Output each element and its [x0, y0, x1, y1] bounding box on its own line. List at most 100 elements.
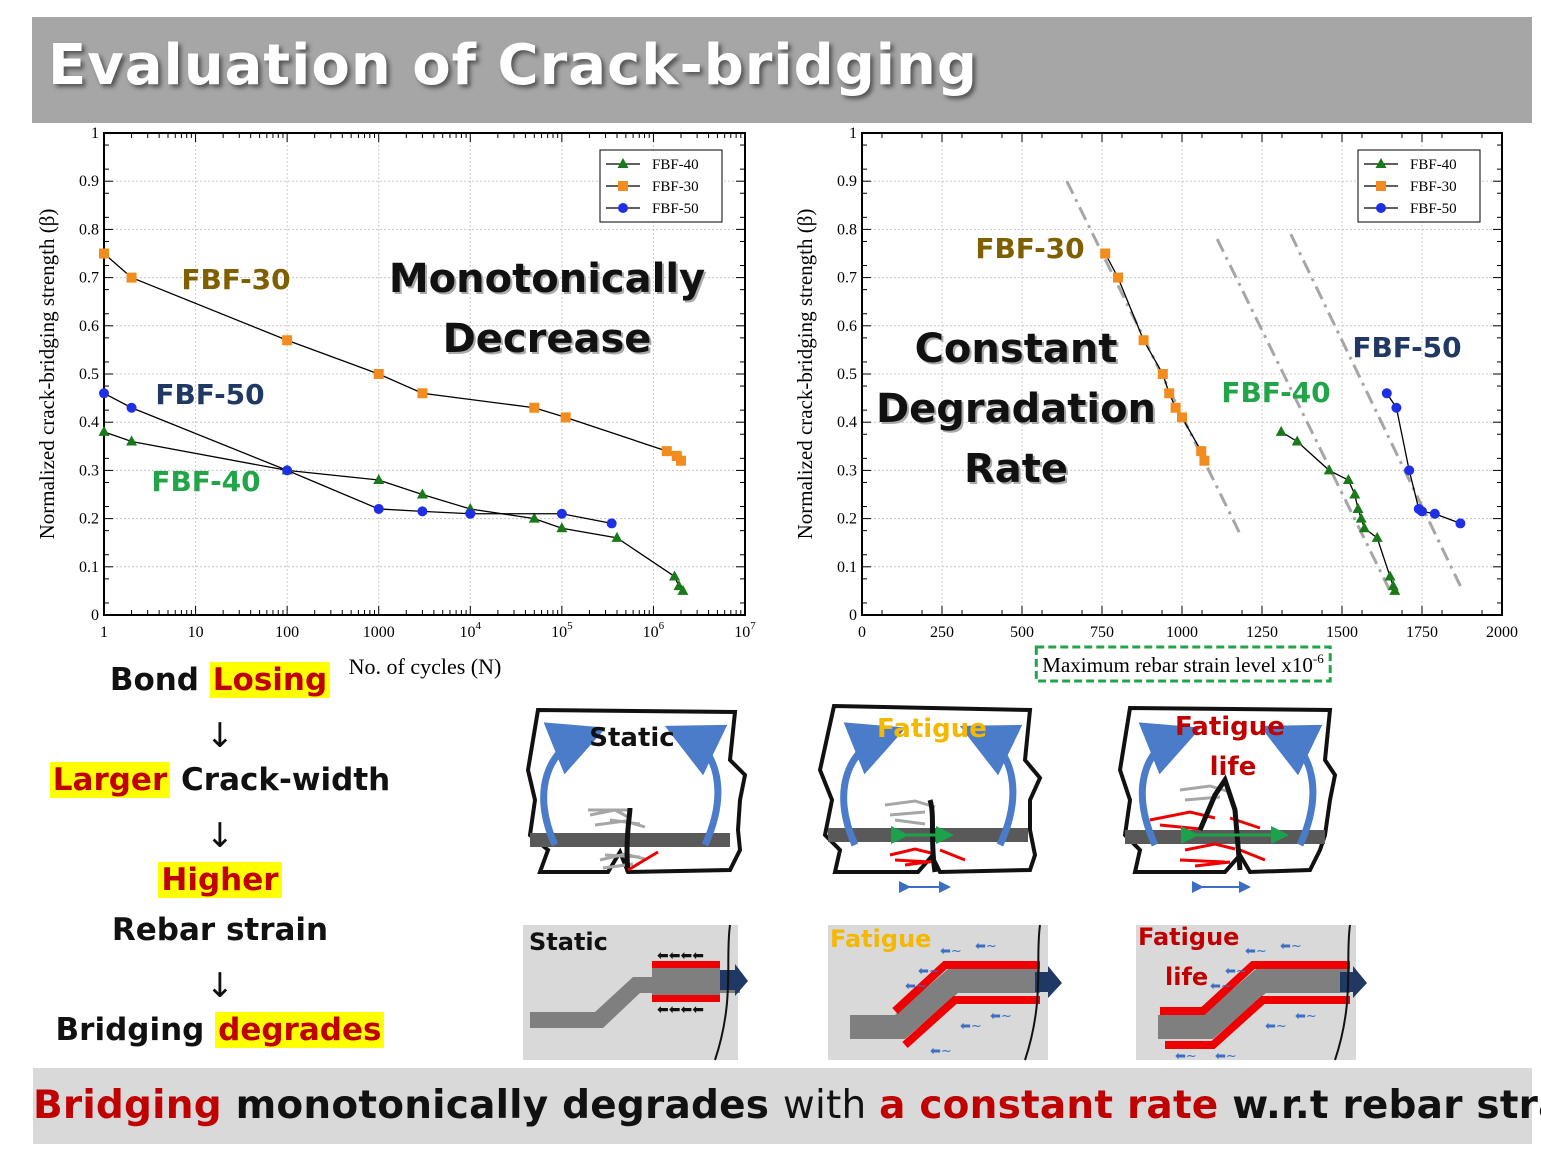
y-tick-label: 0.7: [79, 270, 99, 287]
y-tick-label: 0.4: [79, 414, 99, 431]
conclusion-part: w.r.t rebar strain: [1232, 1083, 1541, 1128]
svg-text:⬅~: ⬅~: [918, 964, 940, 979]
data-point: [99, 248, 109, 259]
data-point: [1381, 388, 1392, 399]
y-tick-label: 0: [91, 607, 99, 624]
data-point: [1275, 425, 1287, 436]
flow-step-bridging-degrades: Bridging degrades: [40, 1012, 400, 1048]
x-tick-label: 750: [1090, 624, 1114, 641]
y-tick-label: 0.3: [79, 462, 99, 479]
rebar-diagram-fatigue: ⬅~⬅~⬅~⬅~ ⬅~⬅~⬅~ Fatigue: [828, 924, 1062, 1061]
x-axis-label-box: [1034, 645, 1332, 683]
x-tick-label: 1000: [363, 624, 395, 641]
series-fbf-50: [99, 388, 617, 529]
annotation-shadow: Degradation: [878, 388, 1158, 434]
data-point: [661, 446, 672, 457]
data-point: [417, 506, 428, 517]
data-point: [1138, 335, 1149, 346]
svg-text:⬅~: ⬅~: [960, 1019, 982, 1034]
title-bar: Evaluation of Crack-bridging: [32, 17, 1532, 123]
y-tick-label: 0.1: [837, 559, 857, 576]
svg-text:⬅~: ⬅~: [940, 944, 962, 959]
data-point: [465, 508, 476, 519]
flow-highlight: degrades: [215, 1012, 385, 1048]
data-point: [1100, 248, 1111, 259]
flow-step-higher: Higher: [40, 862, 400, 898]
svg-text:⬅~: ⬅~: [1280, 939, 1302, 954]
annotation: FBF-30: [975, 232, 1084, 265]
x-tick-label: 100: [275, 624, 299, 641]
x-axis-label: No. of cycles (N): [349, 654, 502, 679]
x-tick-label: 10: [188, 624, 204, 641]
series-line: [1386, 392, 1461, 525]
annotation: Constant: [915, 326, 1118, 372]
annotation: FBF-40: [151, 465, 260, 498]
down-arrow-icon: ↓: [205, 966, 235, 1006]
conclusion-bar: Bridging monotonically degrades with a c…: [33, 1068, 1541, 1144]
data-point: [1404, 465, 1415, 476]
svg-text:⬅~: ⬅~: [1215, 1049, 1237, 1064]
svg-text:⬅~: ⬅~: [1225, 964, 1247, 979]
data-point: [1391, 402, 1402, 413]
data-point: [1342, 474, 1354, 485]
data-point: [1417, 506, 1427, 517]
annotation: FBF-50: [1352, 331, 1461, 364]
data-point: [1384, 570, 1396, 581]
y-tick-label: 0.5: [837, 366, 857, 383]
flow-highlight: Higher: [158, 862, 282, 898]
annotation: FBF-50: [155, 378, 264, 411]
series-fbf-30: [99, 248, 686, 466]
data-point: [1429, 508, 1440, 519]
annotation: Decrease: [443, 316, 652, 362]
flow-step-bond-losing: Bond Losing: [40, 662, 400, 698]
x-tick-exponent: 5: [567, 620, 573, 632]
y-tick-label: 0.8: [837, 221, 857, 238]
series-fbf-30: [1100, 248, 1210, 466]
svg-text:⬅~: ⬅~: [1295, 1009, 1317, 1024]
annotation-shadow: Constant: [917, 328, 1120, 374]
data-point: [126, 402, 137, 413]
data-point: [1455, 518, 1466, 529]
x-tick-label: 1750: [1406, 624, 1438, 641]
data-point: [373, 369, 384, 379]
data-point: [606, 518, 617, 529]
conclusion-part: monotonically degrades: [221, 1083, 783, 1128]
data-point: [669, 570, 681, 581]
annotation: Monotonically: [389, 256, 705, 302]
annotation-shadow: Decrease: [445, 318, 654, 364]
y-tick-label: 0.9: [79, 173, 99, 190]
trend-line: [1289, 233, 1462, 587]
conclusion-part: Bridging: [33, 1083, 222, 1128]
flow-highlight: Larger: [49, 762, 171, 798]
data-point: [1355, 512, 1367, 523]
y-tick-label: 0.2: [837, 511, 857, 528]
legend-marker: [1376, 203, 1386, 213]
x-tick-label: 1500: [1326, 624, 1358, 641]
fatigue-life-label-2: life: [1210, 752, 1257, 782]
x-tick-exponent: 6: [659, 620, 665, 632]
flow-text: Bond: [109, 662, 210, 698]
flow-step-crack-width: Larger Crack-width: [40, 762, 400, 798]
data-point: [556, 522, 568, 533]
data-point: [99, 388, 109, 399]
flow-text: Crack-width: [170, 762, 391, 798]
down-arrow-icon: ↓: [205, 816, 235, 856]
y-tick-label: 0.1: [79, 559, 99, 576]
data-point: [1358, 522, 1370, 533]
data-point: [1349, 488, 1361, 499]
svg-text:⬅~: ⬅~: [905, 979, 927, 994]
legend-marker: [1375, 158, 1387, 168]
data-point: [528, 512, 540, 523]
x-tick-label: 1250: [1246, 624, 1278, 641]
data-point: [373, 503, 384, 514]
y-tick-label: 0.7: [837, 270, 857, 287]
flow-step-rebar-strain: Rebar strain: [111, 912, 329, 948]
legend-marker: [1376, 181, 1386, 191]
crack-diagram-fatigue: Fatigue: [817, 703, 1043, 893]
conclusion-part: a constant rate: [879, 1083, 1219, 1128]
y-tick-label: 0.8: [79, 221, 99, 238]
y-tick-label: 1: [849, 125, 857, 142]
data-point: [1164, 388, 1175, 399]
